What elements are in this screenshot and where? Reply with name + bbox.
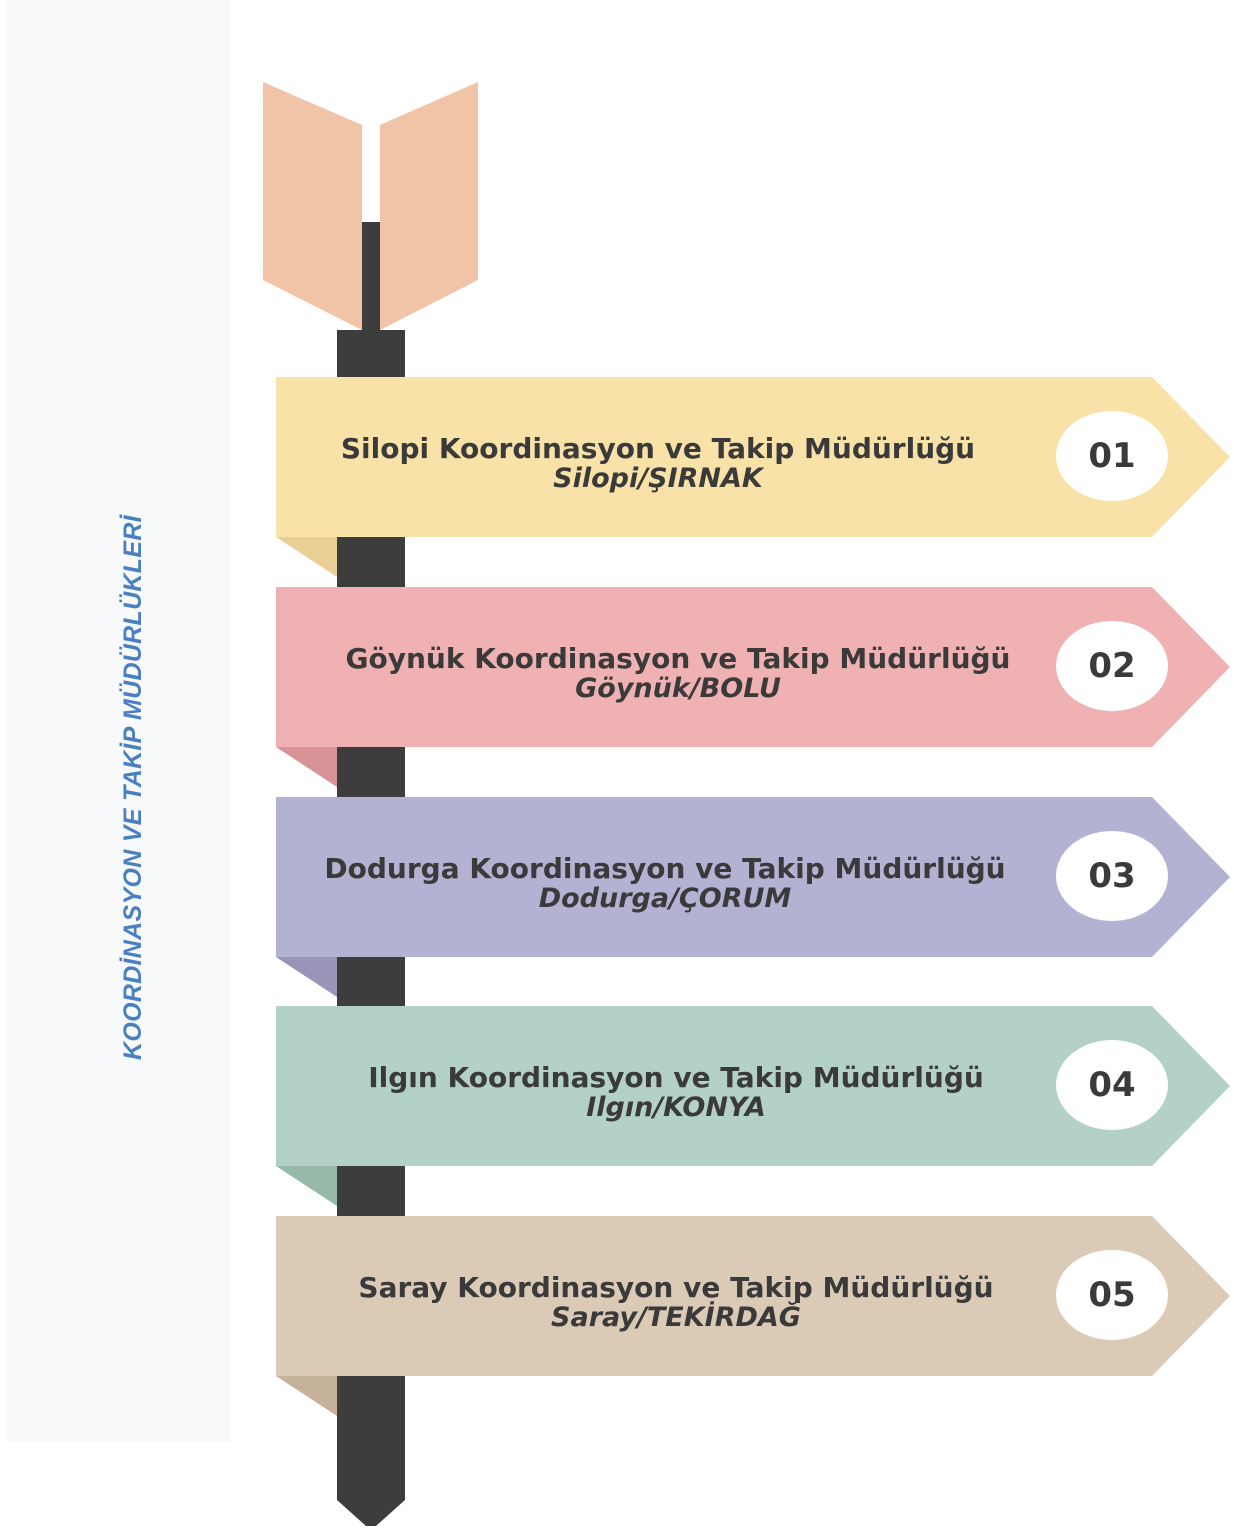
banner-fold <box>276 1376 337 1416</box>
number-badge-bg <box>1056 1040 1168 1130</box>
arrow-tail-stem <box>362 222 380 332</box>
directorate-location: Göynük/BOLU <box>575 673 781 704</box>
directorate-location: Dodurga/ÇORUM <box>538 883 792 914</box>
directorate-name: Göynük Koordinasyon ve Takip Müdürlüğü <box>345 642 1011 675</box>
banner-03 <box>276 797 1230 957</box>
banner-fold <box>276 1166 337 1206</box>
number-badge-bg <box>1056 831 1168 921</box>
directorate-location: Saray/TEKİRDAĞ <box>551 1302 801 1333</box>
directorate-name: Silopi Koordinasyon ve Takip Müdürlüğü <box>340 432 976 465</box>
banner-04 <box>276 1006 1230 1166</box>
banner-fold <box>276 747 337 787</box>
arrow-tip <box>337 1500 405 1526</box>
directorate-name: Ilgın Koordinasyon ve Takip Müdürlüğü <box>368 1061 984 1094</box>
number-badge: 05 <box>1088 1275 1136 1315</box>
number-badge-bg <box>1056 1250 1168 1340</box>
number-badge-bg <box>1056 411 1168 501</box>
directorate-name: Saray Koordinasyon ve Takip Müdürlüğü <box>358 1271 994 1304</box>
directorate-location: Silopi/ŞIRNAK <box>553 463 763 494</box>
number-badge-bg <box>1056 621 1168 711</box>
side-panel <box>7 0 231 1442</box>
banner-fold <box>276 957 337 997</box>
fletching-right <box>380 82 478 330</box>
banner-fold <box>276 537 337 577</box>
number-badge: 01 <box>1088 436 1136 476</box>
number-badge: 02 <box>1088 646 1136 686</box>
number-badge: 03 <box>1088 856 1136 896</box>
number-badge: 04 <box>1088 1065 1136 1105</box>
banner-01 <box>276 377 1230 537</box>
fletching-left <box>263 82 362 330</box>
directorate-name: Dodurga Koordinasyon ve Takip Müdürlüğü <box>324 852 1006 885</box>
banner-05 <box>276 1216 1230 1376</box>
banner-02 <box>276 587 1230 747</box>
directorate-location: Ilgın/KONYA <box>586 1092 766 1123</box>
